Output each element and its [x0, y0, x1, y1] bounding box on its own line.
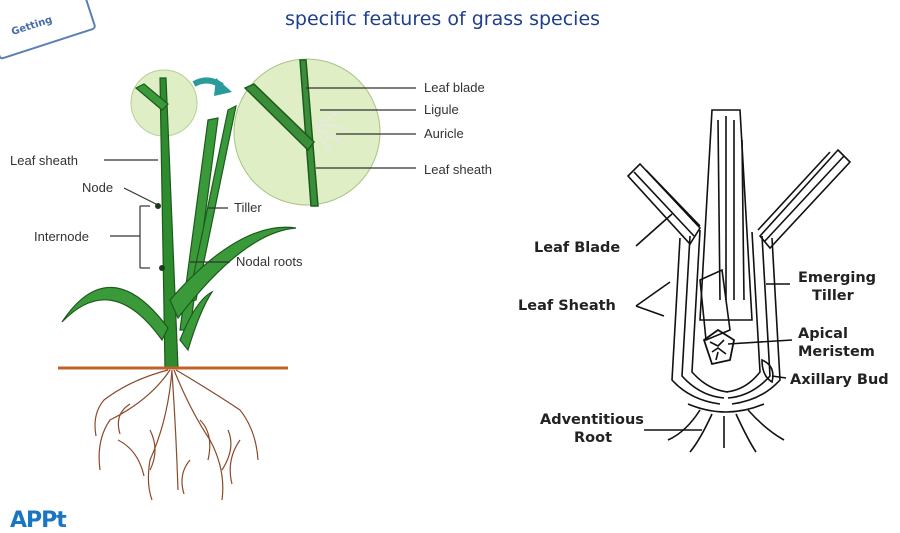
page-title: specific features of grass species	[285, 8, 601, 30]
label-internode: Internode	[34, 229, 89, 244]
label-section-leaf-sheath: Leaf Sheath	[518, 298, 616, 314]
leaf-small	[179, 290, 214, 352]
label-adventitious-root: Root	[574, 430, 612, 446]
tiller-stem-2	[187, 104, 237, 303]
leaf-right	[169, 226, 297, 320]
grass-plant-diagram: Leaf sheath Node Internode Tiller Nodal …	[10, 58, 492, 501]
node-marker	[155, 203, 161, 209]
zoom-arrow-head-icon	[214, 78, 232, 96]
label-adventitious: Adventitious	[540, 412, 644, 428]
label-node: Node	[82, 180, 113, 195]
leaf-left	[61, 286, 169, 342]
label-nodal-roots: Nodal roots	[236, 254, 303, 269]
root-system	[94, 369, 259, 501]
label-apical: Apical	[798, 326, 848, 342]
label-zoom-ligule: Ligule	[424, 102, 459, 117]
section-leader-lines	[635, 213, 793, 431]
label-axillary-bud: Axillary Bud	[790, 372, 889, 388]
node-marker-2	[159, 265, 165, 271]
logo: APPt	[10, 508, 67, 533]
grass-section-diagram	[626, 109, 852, 453]
label-apical-meristem: Meristem	[798, 344, 875, 360]
label-leaf-sheath: Leaf sheath	[10, 153, 78, 168]
label-zoom-leaf-blade: Leaf blade	[424, 80, 485, 95]
label-tiller: Tiller	[234, 200, 262, 215]
label-leaf-blade: Leaf Blade	[534, 240, 620, 256]
label-zoom-leaf-sheath: Leaf sheath	[424, 162, 492, 177]
plant-leader-lines	[104, 87, 416, 269]
label-emerging-tiller: Tiller	[812, 288, 855, 304]
leaf-top	[134, 83, 169, 111]
zoom-detail	[243, 59, 347, 207]
label-zoom-auricle: Auricle	[424, 126, 464, 141]
label-emerging: Emerging	[798, 270, 876, 286]
